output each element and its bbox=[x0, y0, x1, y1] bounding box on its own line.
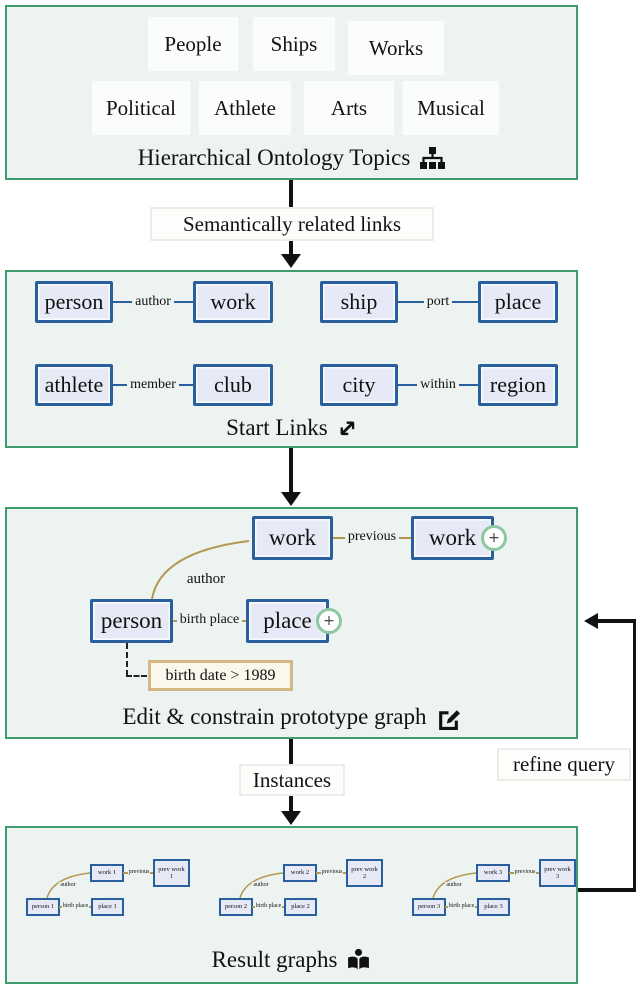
mini-edge-previous-label: previous bbox=[513, 869, 537, 875]
start-link-city-region: city within region bbox=[320, 364, 558, 406]
topic-ships: Ships bbox=[252, 16, 336, 72]
topic-athlete: Athlete bbox=[198, 80, 292, 136]
flow-arrow-2-line bbox=[289, 448, 293, 494]
result-graph-3: work 3 previous prev work 3 author perso… bbox=[398, 828, 588, 986]
node-work: work bbox=[193, 281, 273, 323]
label-instances: Instances bbox=[239, 764, 345, 796]
start-link-ship-place: ship port place bbox=[320, 281, 558, 323]
panel-result-graphs: work 1 previous prev work 1 author perso… bbox=[5, 826, 578, 984]
label-refine-query: refine query bbox=[497, 748, 631, 781]
node-person: person bbox=[35, 281, 113, 323]
node-athlete: athlete bbox=[35, 364, 113, 406]
mini-edge-birth-place-label: birth place bbox=[254, 903, 283, 909]
sitemap-icon bbox=[419, 147, 446, 169]
flow-arrow-2-head bbox=[281, 492, 301, 506]
caption-prototype-text: Edit & constrain prototype graph bbox=[122, 704, 427, 729]
mini-edge-author-label: author bbox=[445, 882, 463, 888]
label-semantically-related-links: Semantically related links bbox=[150, 207, 434, 241]
node-person: person bbox=[90, 599, 173, 643]
topic-works: Works bbox=[347, 20, 445, 76]
refine-loop-bottom bbox=[577, 888, 636, 892]
node-work-right: work bbox=[411, 516, 494, 560]
edit-pen-square-icon bbox=[436, 705, 461, 730]
node-ship: ship bbox=[320, 281, 398, 323]
mini-node-person: person 2 bbox=[219, 898, 253, 916]
mini-edge-previous-label: previous bbox=[320, 869, 344, 875]
edge-member: member bbox=[113, 364, 193, 406]
topic-arts: Arts bbox=[303, 80, 395, 136]
mini-node-work: work 1 bbox=[90, 864, 124, 882]
topic-political: Political bbox=[91, 80, 191, 136]
constraint-connector-horizontal bbox=[126, 675, 147, 677]
mini-node-person: person 1 bbox=[26, 898, 60, 916]
node-city: city bbox=[320, 364, 398, 406]
caption-results-text: Result graphs bbox=[211, 947, 338, 972]
flow-arrow-3-head bbox=[281, 811, 301, 825]
caption-start-links-text: Start Links bbox=[226, 415, 328, 440]
mini-node-work: work 3 bbox=[476, 864, 510, 882]
mini-edge-birth-place-label: birth place bbox=[447, 903, 476, 909]
mini-node-work: work 2 bbox=[283, 864, 317, 882]
node-place: place bbox=[478, 281, 558, 323]
edge-port: port bbox=[398, 281, 478, 323]
constraint-connector-vertical bbox=[126, 643, 128, 676]
edge-previous-label: previous bbox=[333, 529, 411, 545]
mini-node-place: place 3 bbox=[477, 898, 510, 916]
panel-start-links: person author work ship port place athle… bbox=[5, 270, 578, 448]
result-graph-2: work 2 previous prev work 2 author perso… bbox=[205, 828, 395, 986]
refine-loop-vertical bbox=[632, 619, 636, 891]
caption-results: Result graphs bbox=[7, 947, 576, 973]
refine-loop-top bbox=[597, 619, 636, 623]
mini-node-prev-work: prev work 2 bbox=[346, 859, 383, 887]
caption-start-links: Start Links ↔ bbox=[7, 410, 576, 446]
mini-edge-previous-label: previous bbox=[127, 869, 151, 875]
refine-loop-arrow-head bbox=[584, 613, 598, 629]
mini-edge-author-label: author bbox=[252, 882, 270, 888]
expand-arrows-icon: ↔ bbox=[329, 410, 364, 446]
caption-prototype: Edit & constrain prototype graph bbox=[7, 704, 576, 730]
topic-musical: Musical bbox=[402, 80, 500, 136]
flow-arrow-1-head bbox=[281, 254, 301, 268]
node-region: region bbox=[478, 364, 558, 406]
mini-edge-birth-place-label: birth place bbox=[61, 903, 90, 909]
mini-node-place: place 1 bbox=[91, 898, 124, 916]
caption-ontology: Hierarchical Ontology Topics bbox=[7, 145, 576, 171]
mini-node-prev-work: prev work 3 bbox=[539, 859, 576, 887]
book-reader-icon bbox=[346, 948, 371, 973]
start-link-athlete-club: athlete member club bbox=[35, 364, 273, 406]
node-work-left: work bbox=[252, 516, 333, 560]
edge-author-label: author bbox=[175, 571, 237, 588]
mini-node-prev-work: prev work 1 bbox=[153, 859, 190, 887]
plus-circle-icon: + bbox=[316, 608, 342, 634]
edge-birth-place-label: birth place bbox=[170, 612, 249, 628]
mini-edge-author-label: author bbox=[59, 882, 77, 888]
start-link-person-work: person author work bbox=[35, 281, 273, 323]
caption-ontology-text: Hierarchical Ontology Topics bbox=[137, 145, 411, 170]
constraint-box: birth date > 1989 bbox=[148, 660, 293, 691]
mini-node-person: person 3 bbox=[412, 898, 446, 916]
topic-people: People bbox=[147, 16, 239, 72]
edge-within: within bbox=[398, 364, 478, 406]
plus-circle-icon: + bbox=[481, 525, 507, 551]
edge-author: author bbox=[113, 281, 193, 323]
mini-node-place: place 2 bbox=[284, 898, 317, 916]
panel-prototype-graph: work work + previous author person place… bbox=[5, 507, 578, 739]
panel-ontology-topics: People Ships Works Political Athlete Art… bbox=[5, 5, 578, 180]
node-club: club bbox=[193, 364, 273, 406]
